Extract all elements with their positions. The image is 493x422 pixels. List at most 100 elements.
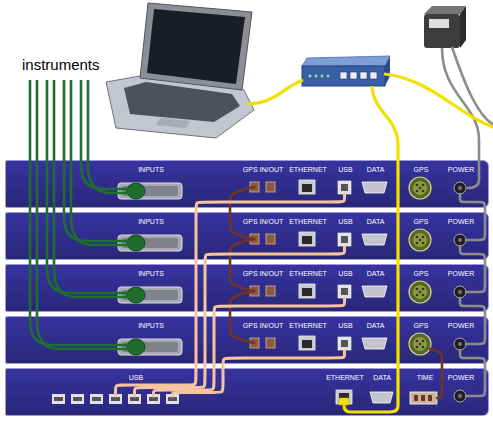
panel-label: POWER bbox=[448, 218, 474, 226]
usb-socket bbox=[130, 397, 139, 401]
panel-label: GPS bbox=[414, 218, 429, 226]
panel-label: POWER bbox=[448, 270, 474, 278]
instrument-cable bbox=[88, 80, 130, 193]
usb-socket bbox=[54, 397, 63, 401]
usb-port bbox=[90, 394, 103, 404]
panel-label: GPS bbox=[414, 270, 429, 278]
switch-port bbox=[340, 72, 347, 79]
panel-label: GPS IN/OUT bbox=[243, 270, 283, 278]
panel-label: DATA bbox=[367, 166, 385, 174]
panel-label: POWER bbox=[448, 374, 474, 382]
instrument-cable bbox=[47, 80, 130, 293]
usb-socket bbox=[149, 397, 158, 401]
time-connector bbox=[410, 392, 437, 404]
panel-label: USB bbox=[338, 166, 352, 174]
panel-label: GPS bbox=[414, 322, 429, 330]
ethernet-cable bbox=[384, 74, 493, 128]
gps-cable bbox=[230, 187, 255, 239]
switch-port bbox=[370, 72, 377, 79]
unit-parts bbox=[118, 281, 466, 303]
usb-port bbox=[71, 394, 84, 404]
panel-label: USB bbox=[338, 322, 352, 330]
instrument-cable bbox=[30, 80, 130, 345]
time-pin bbox=[414, 395, 418, 401]
usb-socket bbox=[92, 397, 101, 401]
ethernet-jack bbox=[336, 390, 352, 404]
time-pin bbox=[421, 395, 425, 401]
panel-label: INPUTS bbox=[138, 166, 164, 174]
instrument-cable bbox=[64, 80, 130, 241]
switch-led bbox=[321, 75, 324, 78]
panel-label: DATA bbox=[367, 218, 385, 226]
data-connector bbox=[370, 392, 393, 403]
usb-socket bbox=[168, 397, 177, 401]
panel-label: DATA bbox=[367, 322, 385, 330]
usb-socket bbox=[111, 397, 120, 401]
usb-cable bbox=[173, 350, 345, 396]
usb-cable bbox=[154, 298, 345, 396]
panel-label: ETHERNET bbox=[289, 218, 327, 226]
panel-label: POWER bbox=[448, 166, 474, 174]
switch-port bbox=[350, 72, 357, 79]
laptop bbox=[106, 3, 254, 138]
switch-port bbox=[360, 72, 367, 79]
usb-port bbox=[52, 394, 65, 404]
power-adapter bbox=[424, 6, 493, 188]
panel-label: GPS IN/OUT bbox=[243, 166, 283, 174]
power-cord bbox=[452, 47, 493, 126]
panel-label: ETHERNET bbox=[326, 374, 364, 382]
time-pin bbox=[428, 395, 432, 401]
switch-front bbox=[302, 66, 385, 86]
adapter-sticker bbox=[429, 19, 449, 28]
instrument-cable bbox=[54, 80, 130, 297]
panel-label: USB bbox=[338, 270, 352, 278]
panel-label: INPUTS bbox=[138, 218, 164, 226]
unit-parts bbox=[118, 177, 466, 199]
panel-label: GPS IN/OUT bbox=[243, 218, 283, 226]
panel-label: INPUTS bbox=[138, 270, 164, 278]
panel-label: POWER bbox=[448, 322, 474, 330]
panel-label: ETHERNET bbox=[289, 166, 327, 174]
ethernet-cables bbox=[247, 74, 493, 412]
switch-top bbox=[302, 56, 390, 66]
panel-label: TIME bbox=[417, 374, 434, 382]
switch-led bbox=[309, 75, 312, 78]
time-cable bbox=[430, 349, 442, 398]
usb-cable bbox=[135, 246, 345, 396]
ethernet-plug bbox=[339, 398, 349, 405]
ethernet-cable bbox=[344, 86, 398, 412]
panel-label: GPS bbox=[414, 166, 429, 174]
instrument-cable bbox=[71, 80, 130, 245]
unit-parts bbox=[118, 333, 466, 355]
panel-label: DATA bbox=[373, 374, 391, 382]
switch-led bbox=[327, 75, 330, 78]
panel-label: INPUTS bbox=[138, 322, 164, 330]
panel-label: DATA bbox=[367, 270, 385, 278]
network-switch bbox=[302, 56, 390, 86]
gps-cable bbox=[230, 291, 255, 343]
panel-label: USB bbox=[129, 374, 143, 382]
panel-label: ETHERNET bbox=[289, 322, 327, 330]
adapter-top bbox=[424, 6, 466, 14]
panel-label: ETHERNET bbox=[289, 270, 327, 278]
adapter-body bbox=[424, 14, 460, 48]
callout-label: instruments bbox=[22, 56, 100, 73]
power-pin bbox=[458, 394, 462, 398]
usb-cable bbox=[116, 194, 345, 396]
gps-cable bbox=[230, 239, 255, 291]
switch-side bbox=[385, 56, 390, 86]
adapter-side bbox=[460, 6, 466, 48]
power-cable bbox=[460, 298, 485, 344]
usb-socket bbox=[73, 397, 82, 401]
ethernet-cable bbox=[247, 80, 303, 104]
panel-label: USB bbox=[338, 218, 352, 226]
instrument-cable bbox=[37, 80, 130, 349]
switch-led bbox=[315, 75, 318, 78]
power-cable bbox=[460, 194, 485, 240]
panel-label: GPS IN/OUT bbox=[243, 322, 283, 330]
power-cable bbox=[460, 350, 485, 396]
laptop-bezel bbox=[140, 3, 252, 90]
laptop-trackpad bbox=[156, 118, 190, 128]
unit-parts bbox=[118, 229, 466, 251]
